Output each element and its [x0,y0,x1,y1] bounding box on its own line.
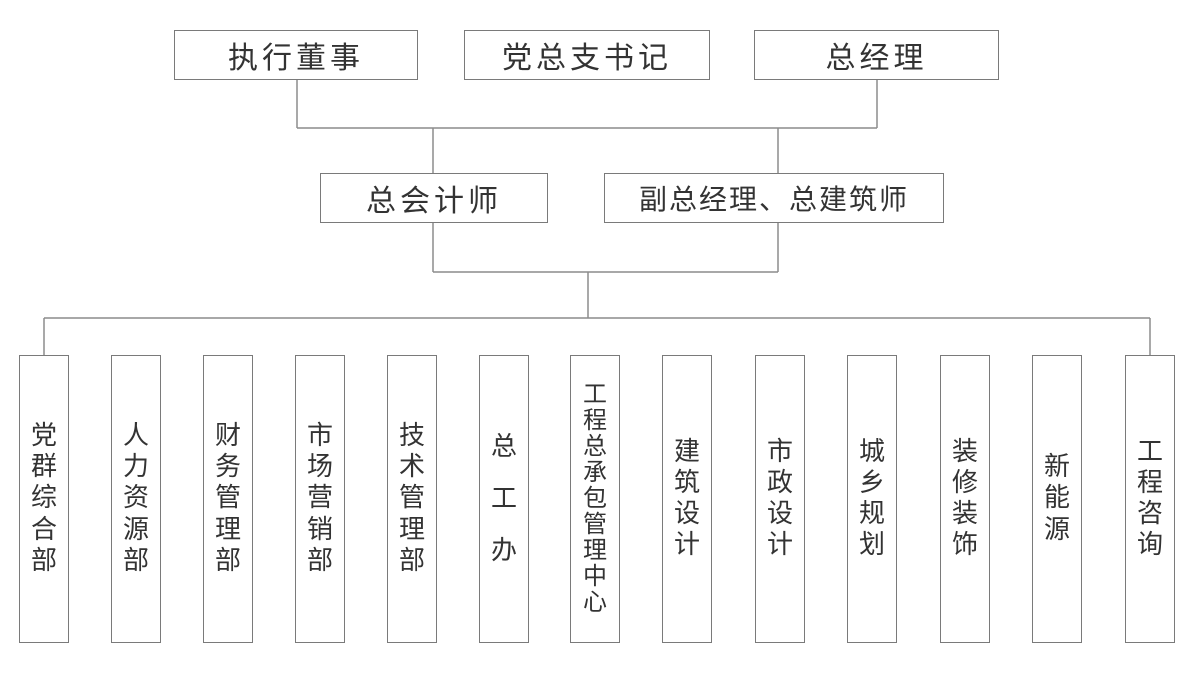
vertical-char: 咨 [1136,499,1163,529]
dept-new-energy-box: 新能源 [1032,355,1082,643]
vertical-char: 场 [306,452,333,483]
vertical-char: 人 [122,421,149,452]
dept-new-energy-label: 新能源 [1044,452,1070,546]
dept-epc-center-box: 工程总承包管理中心 [570,355,620,643]
vertical-char: 筑 [673,467,700,498]
dept-chief-engineer-office-box: 总工办 [479,355,529,643]
party-secretary-label: 党总支书记 [502,41,672,76]
vertical-char: 技 [398,421,425,452]
vertical-char: 装 [951,499,978,529]
vertical-char: 程 [583,406,607,435]
vertical-char: 饰 [951,530,978,561]
vertical-char: 务 [214,452,241,483]
vertical-char: 部 [214,545,241,576]
vertical-char: 源 [1043,514,1070,545]
deputy-gm-label: 副总经理、总建筑师 [638,183,909,216]
vertical-char: 党 [30,421,57,452]
exec-director-box: 执行董事 [174,30,418,80]
vertical-char: 中 [583,561,607,590]
dept-marketing-label: 市场营销部 [307,421,333,577]
vertical-char: 计 [766,530,793,561]
dept-party-mass-label: 党群综合部 [31,421,57,577]
dept-municipal-design-box: 市政设计 [755,355,805,643]
dept-decoration-box: 装修装饰 [940,355,990,643]
vertical-char: 工 [1136,436,1163,467]
vertical-char: 市 [766,436,793,467]
vertical-char: 工 [490,484,517,514]
vertical-char: 力 [122,452,149,483]
dept-epc-center-label: 工程总承包管理中心 [583,382,607,615]
dept-chief-engineer-office-label: 总工办 [491,421,517,577]
dept-tech-mgmt-box: 技术管理部 [387,355,437,643]
vertical-char: 规 [858,499,885,529]
dept-finance-label: 财务管理部 [215,421,241,577]
vertical-char: 营 [306,483,333,514]
party-secretary-box: 党总支书记 [464,30,710,80]
vertical-char: 财 [214,421,241,452]
vertical-char: 划 [858,530,885,561]
dept-municipal-design-label: 市政设计 [767,437,793,562]
vertical-char: 装 [951,436,978,467]
dept-consulting-box: 工程咨询 [1125,355,1175,643]
chief-accountant-label: 总会计师 [366,184,502,219]
vertical-char: 理 [398,514,425,545]
dept-hr-label: 人力资源部 [123,421,149,577]
general-manager-box: 总经理 [754,30,999,80]
vertical-char: 计 [673,530,700,561]
vertical-char: 部 [30,545,57,576]
dept-urban-rural-planning-box: 城乡规划 [847,355,897,643]
deputy-gm-box: 副总经理、总建筑师 [604,173,944,223]
vertical-char: 办 [490,536,517,566]
vertical-char: 术 [398,452,425,483]
vertical-char: 销 [306,514,333,545]
vertical-char: 理 [214,514,241,545]
dept-architecture-design-label: 建筑设计 [674,437,700,562]
vertical-char: 乡 [858,467,885,498]
dept-party-mass-box: 党群综合部 [19,355,69,643]
vertical-char: 设 [673,499,700,529]
vertical-char: 包 [583,484,607,513]
vertical-char: 部 [306,545,333,576]
vertical-char: 资 [122,483,149,514]
vertical-char: 承 [583,458,607,487]
vertical-char: 询 [1136,530,1163,561]
chief-accountant-box: 总会计师 [320,173,548,223]
dept-decoration-label: 装修装饰 [952,437,978,562]
vertical-char: 合 [30,514,57,545]
vertical-char: 市 [306,421,333,452]
vertical-char: 管 [398,483,425,514]
vertical-char: 管 [214,483,241,514]
vertical-char: 理 [583,535,607,564]
vertical-char: 部 [398,545,425,576]
vertical-char: 部 [122,545,149,576]
vertical-char: 群 [30,452,57,483]
dept-architecture-design-box: 建筑设计 [662,355,712,643]
dept-tech-mgmt-label: 技术管理部 [399,421,425,577]
dept-marketing-box: 市场营销部 [295,355,345,643]
vertical-char: 综 [30,483,57,514]
vertical-char: 建 [673,436,700,467]
vertical-char: 修 [951,467,978,498]
vertical-char: 城 [858,436,885,467]
vertical-char: 政 [766,467,793,498]
dept-hr-box: 人力资源部 [111,355,161,643]
dept-urban-rural-planning-label: 城乡规划 [859,437,885,562]
vertical-char: 程 [1136,467,1163,498]
vertical-char: 新 [1043,452,1070,483]
vertical-char: 源 [122,514,149,545]
dept-finance-box: 财务管理部 [203,355,253,643]
vertical-char: 设 [766,499,793,529]
vertical-char: 总 [490,432,517,462]
general-manager-label: 总经理 [825,41,928,76]
exec-director-label: 执行董事 [228,41,364,76]
vertical-char: 总 [583,432,607,461]
vertical-char: 能 [1043,483,1070,514]
vertical-char: 心 [583,587,607,616]
vertical-char: 工 [583,380,607,409]
dept-consulting-label: 工程咨询 [1137,437,1163,562]
vertical-char: 管 [583,509,607,538]
